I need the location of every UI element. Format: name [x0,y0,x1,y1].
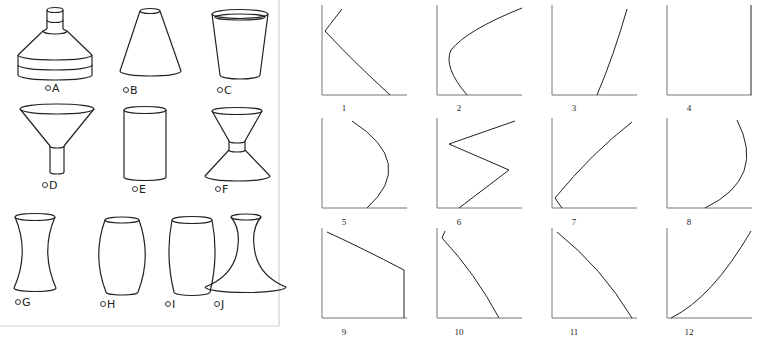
graph-number: 6 [457,218,462,227]
graph-number: 4 [687,104,692,113]
option-letter: A [52,83,60,94]
option-circle [16,86,223,307]
vessel-b [120,9,181,76]
graph-number: 8 [687,218,692,227]
graph-number: 10 [455,328,464,337]
vessel-f [205,108,270,182]
graph-number: 5 [342,218,347,227]
graph-number: 11 [570,328,579,337]
panel-frame [0,0,279,326]
option-letter: B [130,85,138,96]
graph-grid [322,5,752,318]
option-letter: H [107,299,115,310]
option-letter: D [49,180,57,191]
graph-number: 1 [342,104,347,113]
graph-number: 7 [572,218,577,227]
vessel-e [124,107,166,181]
graph-number: 2 [457,104,462,113]
vessel-a [18,8,92,81]
option-letter: J [221,299,224,310]
vessel-h [99,217,146,295]
vessel-d [20,104,94,174]
vessel-i [169,217,215,296]
option-letter: F [222,184,228,195]
vessel-j [205,214,286,293]
graph-number: 12 [685,328,694,337]
option-letter: C [224,85,232,96]
option-letter: I [172,299,175,310]
graph-number: 9 [342,328,347,337]
vessel-g [14,214,56,292]
vessel-c [212,10,268,80]
option-letter: G [22,297,31,308]
option-letter: E [139,184,146,195]
graph-number: 3 [572,104,577,113]
